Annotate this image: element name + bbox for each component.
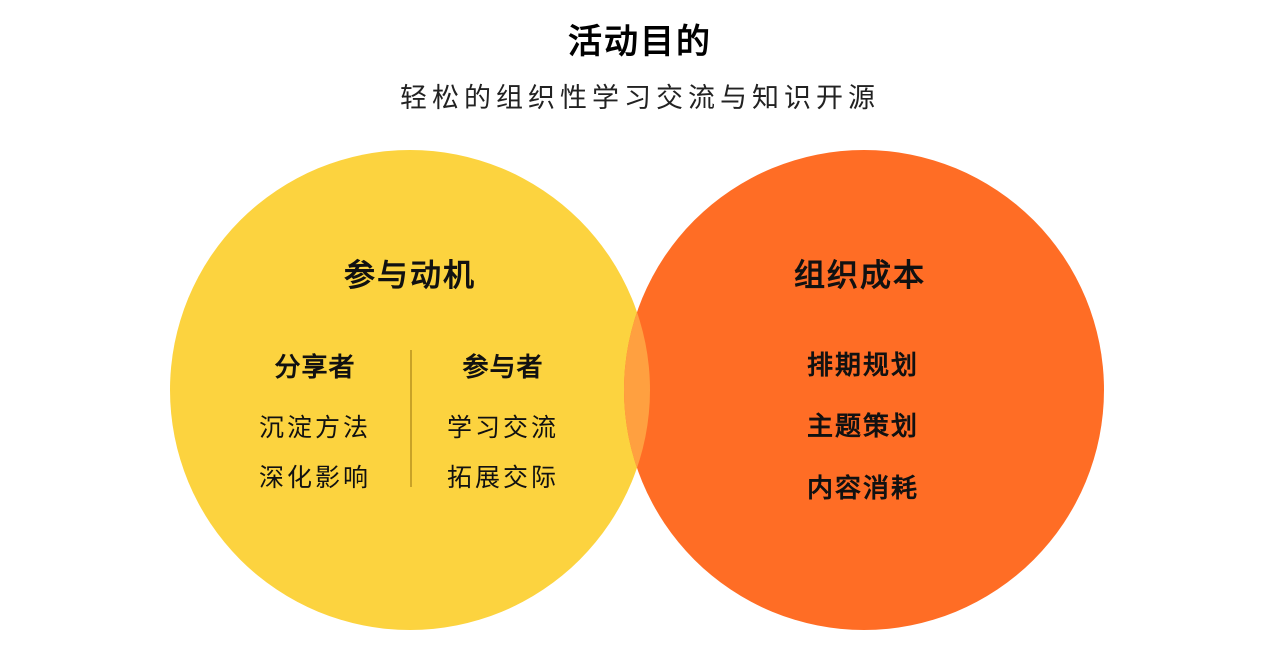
column-divider (410, 350, 412, 487)
sharer-heading: 分享者 (274, 353, 356, 383)
sharer-item: 深化影响 (258, 463, 371, 492)
participant-item: 学习交流 (446, 413, 559, 442)
participant-heading: 参与者 (462, 353, 544, 383)
page-subtitle: 轻松的组织性学习交流与知识开源 (400, 83, 880, 114)
page-title: 活动目的 (568, 22, 712, 62)
left-circle-title: 参与动机 (344, 258, 476, 294)
sharer-item: 沉淀方法 (258, 413, 371, 442)
cost-item: 内容消耗 (806, 474, 919, 504)
cost-item: 排期规划 (806, 351, 919, 381)
right-circle-title: 组织成本 (794, 258, 926, 294)
cost-item: 主题策划 (806, 412, 919, 442)
right-circle (624, 150, 1104, 630)
participant-item: 拓展交际 (446, 463, 559, 492)
